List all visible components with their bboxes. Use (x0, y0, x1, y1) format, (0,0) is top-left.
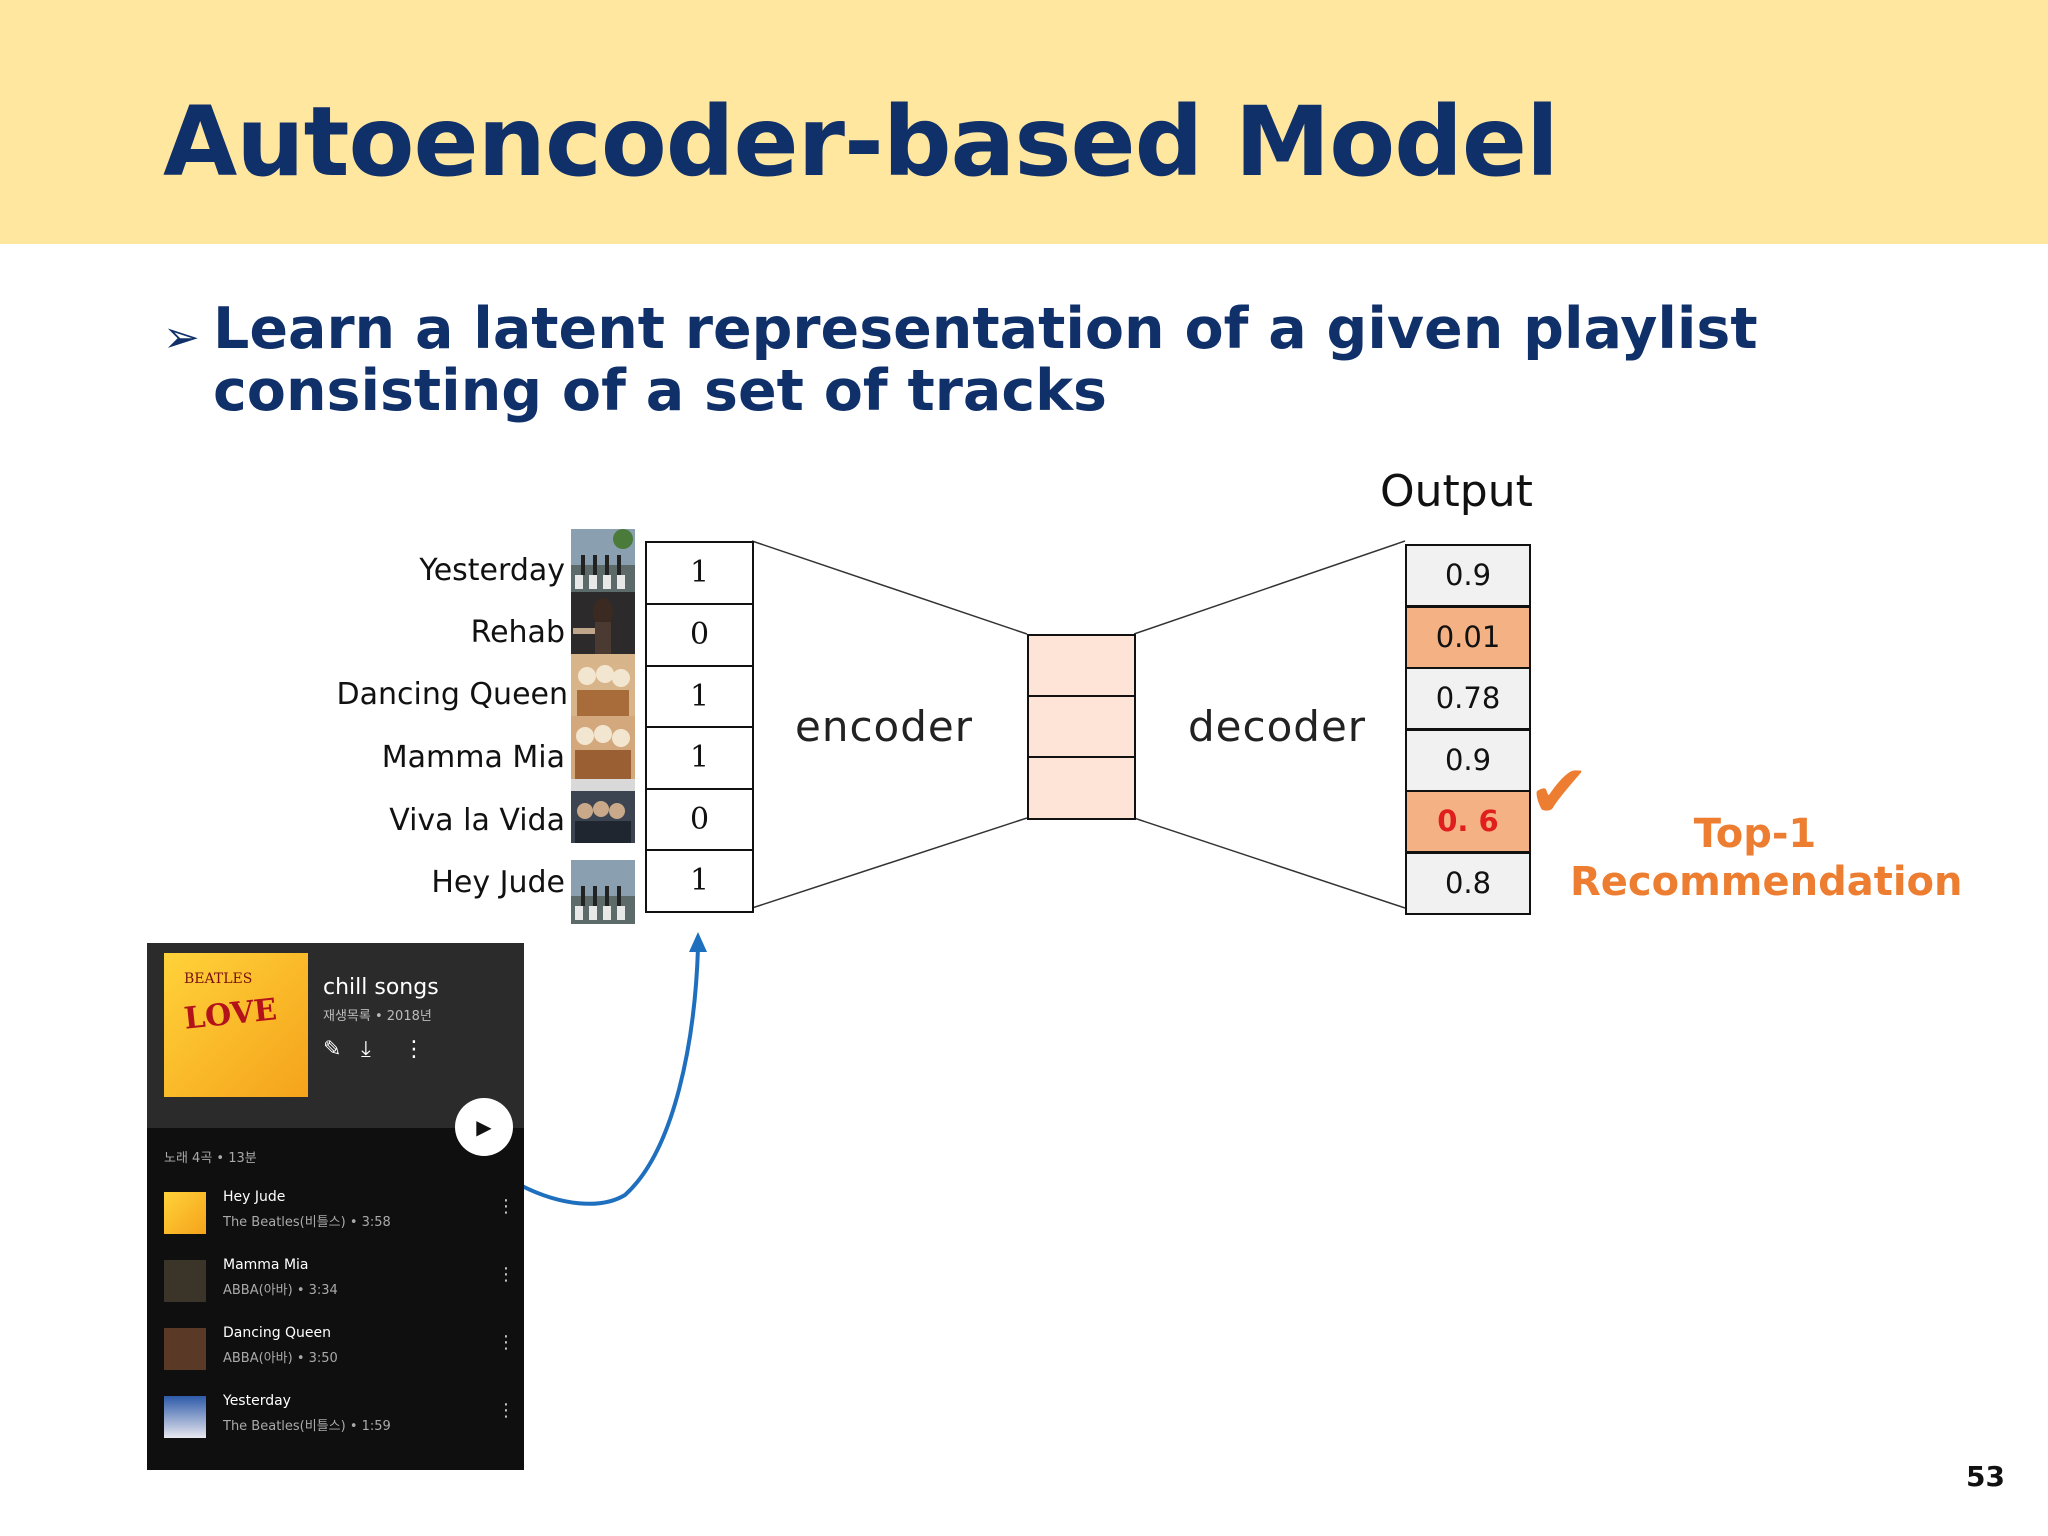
cover-title-text: LOVE (182, 992, 279, 1037)
encoder-bottom-line (751, 817, 1028, 909)
title-banner (0, 0, 2048, 244)
input-cell: 0 (645, 788, 754, 852)
album-cover-abbey-road (571, 529, 635, 593)
latent-cell (1027, 756, 1136, 820)
output-title: Output (1380, 466, 1533, 517)
checkmark-icon: ✔ (1528, 749, 1591, 835)
item-thumbnail (164, 1328, 206, 1370)
item-title: Hey Jude (223, 1189, 286, 1205)
bullet-text: Learn a latent representation of a given… (213, 296, 1758, 424)
input-cell: 1 (645, 726, 754, 790)
bullet-arrow-icon: ➢ (163, 312, 200, 363)
encoder-label: encoder (795, 702, 974, 751)
item-title: Dancing Queen (223, 1325, 332, 1341)
track-label: Yesterday (419, 553, 565, 588)
item-thumbnail (164, 1192, 206, 1234)
track-label: Rehab (470, 615, 565, 650)
pencil-icon[interactable]: ✎ (323, 1037, 342, 1062)
playlist-item[interactable]: Mamma Mia ABBA(아바) • 3:34 ⋮ (147, 1252, 524, 1320)
encoder-top-line (751, 540, 1028, 635)
input-cell: 0 (645, 603, 754, 667)
playlist-cover: BEATLES LOVE (164, 953, 308, 1097)
album-cover-coldplay (571, 779, 635, 843)
output-cell: 0.9 (1405, 729, 1531, 792)
track-label: Hey Jude (431, 865, 565, 900)
input-cell: 1 (645, 849, 754, 913)
item-thumbnail (164, 1396, 206, 1438)
more-icon[interactable]: ⋮ (497, 1264, 515, 1285)
item-subtitle: The Beatles(비틀스) • 3:58 (223, 1215, 391, 1230)
decoder-label: decoder (1188, 702, 1367, 751)
playlist-header: BEATLES LOVE chill songs 재생목록 • 2018년 ✎ … (147, 943, 524, 1128)
top-1-recommendation-label: Top-1 Recommendation (1570, 811, 1963, 905)
playlist-item[interactable]: Yesterday The Beatles(비틀스) • 1:59 ⋮ (147, 1388, 524, 1456)
output-cell-highlighted: 0.01 (1405, 606, 1531, 669)
more-icon[interactable]: ⋮ (497, 1400, 515, 1421)
playlist-input-arrow (521, 947, 700, 1206)
output-cell: 0.8 (1405, 852, 1531, 915)
item-thumbnail (164, 1260, 206, 1302)
decoder-bottom-line (1133, 817, 1406, 909)
more-icon[interactable]: ⋮ (497, 1196, 515, 1217)
album-cover-back-to-black (571, 592, 635, 656)
more-icon[interactable]: ⋮ (403, 1037, 425, 1062)
item-title: Yesterday (223, 1393, 291, 1409)
album-cover-abba-arrival (571, 654, 635, 718)
track-label: Viva la Vida (389, 803, 565, 838)
item-subtitle: ABBA(아바) • 3:34 (223, 1283, 338, 1298)
input-cell: 1 (645, 541, 754, 605)
output-cell-top-1: 0. 6 (1405, 790, 1531, 853)
playlist-meta: 재생목록 • 2018년 (323, 1009, 432, 1024)
track-label: Mamma Mia (381, 740, 565, 775)
playlist-item[interactable]: Hey Jude The Beatles(비틀스) • 3:58 ⋮ (147, 1184, 524, 1252)
track-count: 노래 4곡 • 13분 (164, 1151, 257, 1166)
page-number: 53 (1966, 1460, 2005, 1493)
album-cover-abbey-road (571, 860, 635, 924)
output-cell: 0.78 (1405, 667, 1531, 730)
playlist-phone-screenshot: BEATLES LOVE chill songs 재생목록 • 2018년 ✎ … (147, 943, 524, 1470)
latent-cell (1027, 634, 1136, 698)
item-title: Mamma Mia (223, 1257, 309, 1273)
album-cover-abba-arrival (571, 716, 635, 780)
track-label: Dancing Queen (336, 677, 568, 712)
download-icon[interactable]: ⤓ (361, 1037, 371, 1062)
play-button[interactable]: ▶ (455, 1098, 513, 1156)
cover-band-text: BEATLES (184, 971, 253, 987)
item-subtitle: The Beatles(비틀스) • 1:59 (223, 1419, 391, 1434)
item-subtitle: ABBA(아바) • 3:50 (223, 1351, 338, 1366)
input-cell: 1 (645, 665, 754, 729)
latent-cell (1027, 695, 1136, 759)
arrow-head-icon (689, 932, 707, 952)
decoder-top-line (1133, 540, 1406, 635)
playlist-name: chill songs (323, 975, 439, 1000)
playlist-item[interactable]: Dancing Queen ABBA(아바) • 3:50 ⋮ (147, 1320, 524, 1388)
output-cell: 0.9 (1405, 544, 1531, 607)
more-icon[interactable]: ⋮ (497, 1332, 515, 1353)
slide-title: Autoencoder-based Model (163, 86, 1559, 198)
